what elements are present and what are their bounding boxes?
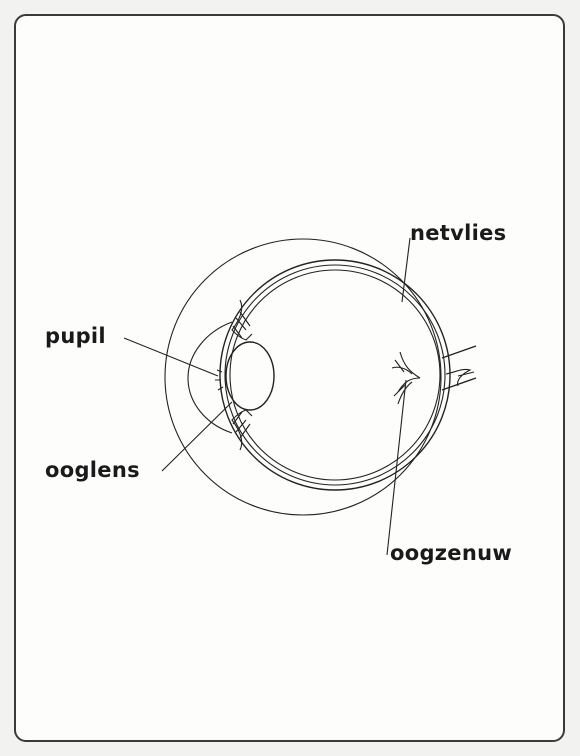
retina-layer [230,270,440,480]
choroid-layer [225,265,445,485]
iris-marks [215,370,223,390]
label-netvlies: netvlies [410,221,506,245]
label-oogzenuw: oogzenuw [390,541,512,565]
leader-ooglens [162,402,232,471]
blood-vessels [392,352,420,404]
lens [226,342,274,410]
label-pupil: pupil [45,324,106,348]
leader-netvlies [402,238,410,302]
label-ooglens: ooglens [45,458,140,482]
leader-pupil [124,338,218,376]
